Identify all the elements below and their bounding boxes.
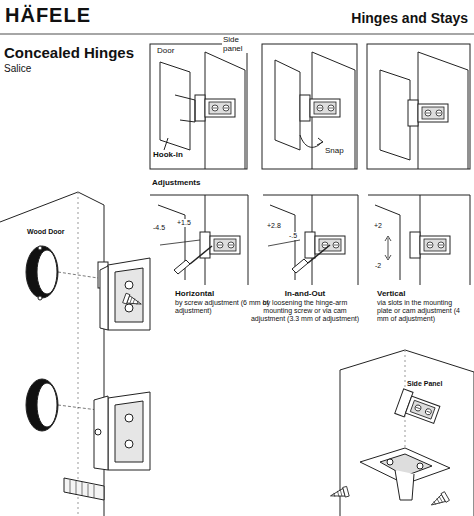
page-title: Concealed Hinges — [4, 44, 134, 61]
adjustment-note: by loosening the hinge-arm mounting scre… — [250, 299, 360, 323]
adjustment-note: by screw adjustment (6 mm of adjustment) — [175, 299, 270, 315]
dimension: +2.8 — [266, 222, 282, 230]
adjustment-views — [150, 195, 470, 285]
adjustment-name: Horizontal — [175, 289, 214, 298]
adjustment-name: In-and-Out — [250, 289, 360, 298]
adjustment-name: Vertical — [377, 289, 405, 298]
step-label: Snap — [324, 146, 345, 155]
dimension: -4.5 — [152, 224, 166, 232]
part-name: Door — [156, 46, 175, 55]
dimension: -2 — [374, 262, 382, 270]
side-panel — [329, 350, 474, 516]
part-name: Side Panel — [406, 380, 443, 388]
step-label: Hook-in — [152, 150, 184, 159]
wood-door — [0, 192, 150, 516]
section-label: Adjustments — [152, 178, 200, 187]
brand-logo: HÄFELE — [5, 4, 91, 27]
section-heading: Hinges and Stays — [351, 10, 468, 26]
dimension: -.5 — [288, 232, 298, 240]
part-name: Side panel — [222, 35, 258, 53]
dimension: +1.5 — [176, 219, 192, 227]
mounting-steps — [150, 44, 470, 169]
part-name: Wood Door — [26, 228, 66, 236]
brand-name: Salice — [4, 63, 31, 75]
adjustment-note: via slots in the mounting plate or cam a… — [377, 299, 469, 323]
dimension: +2 — [373, 222, 383, 230]
